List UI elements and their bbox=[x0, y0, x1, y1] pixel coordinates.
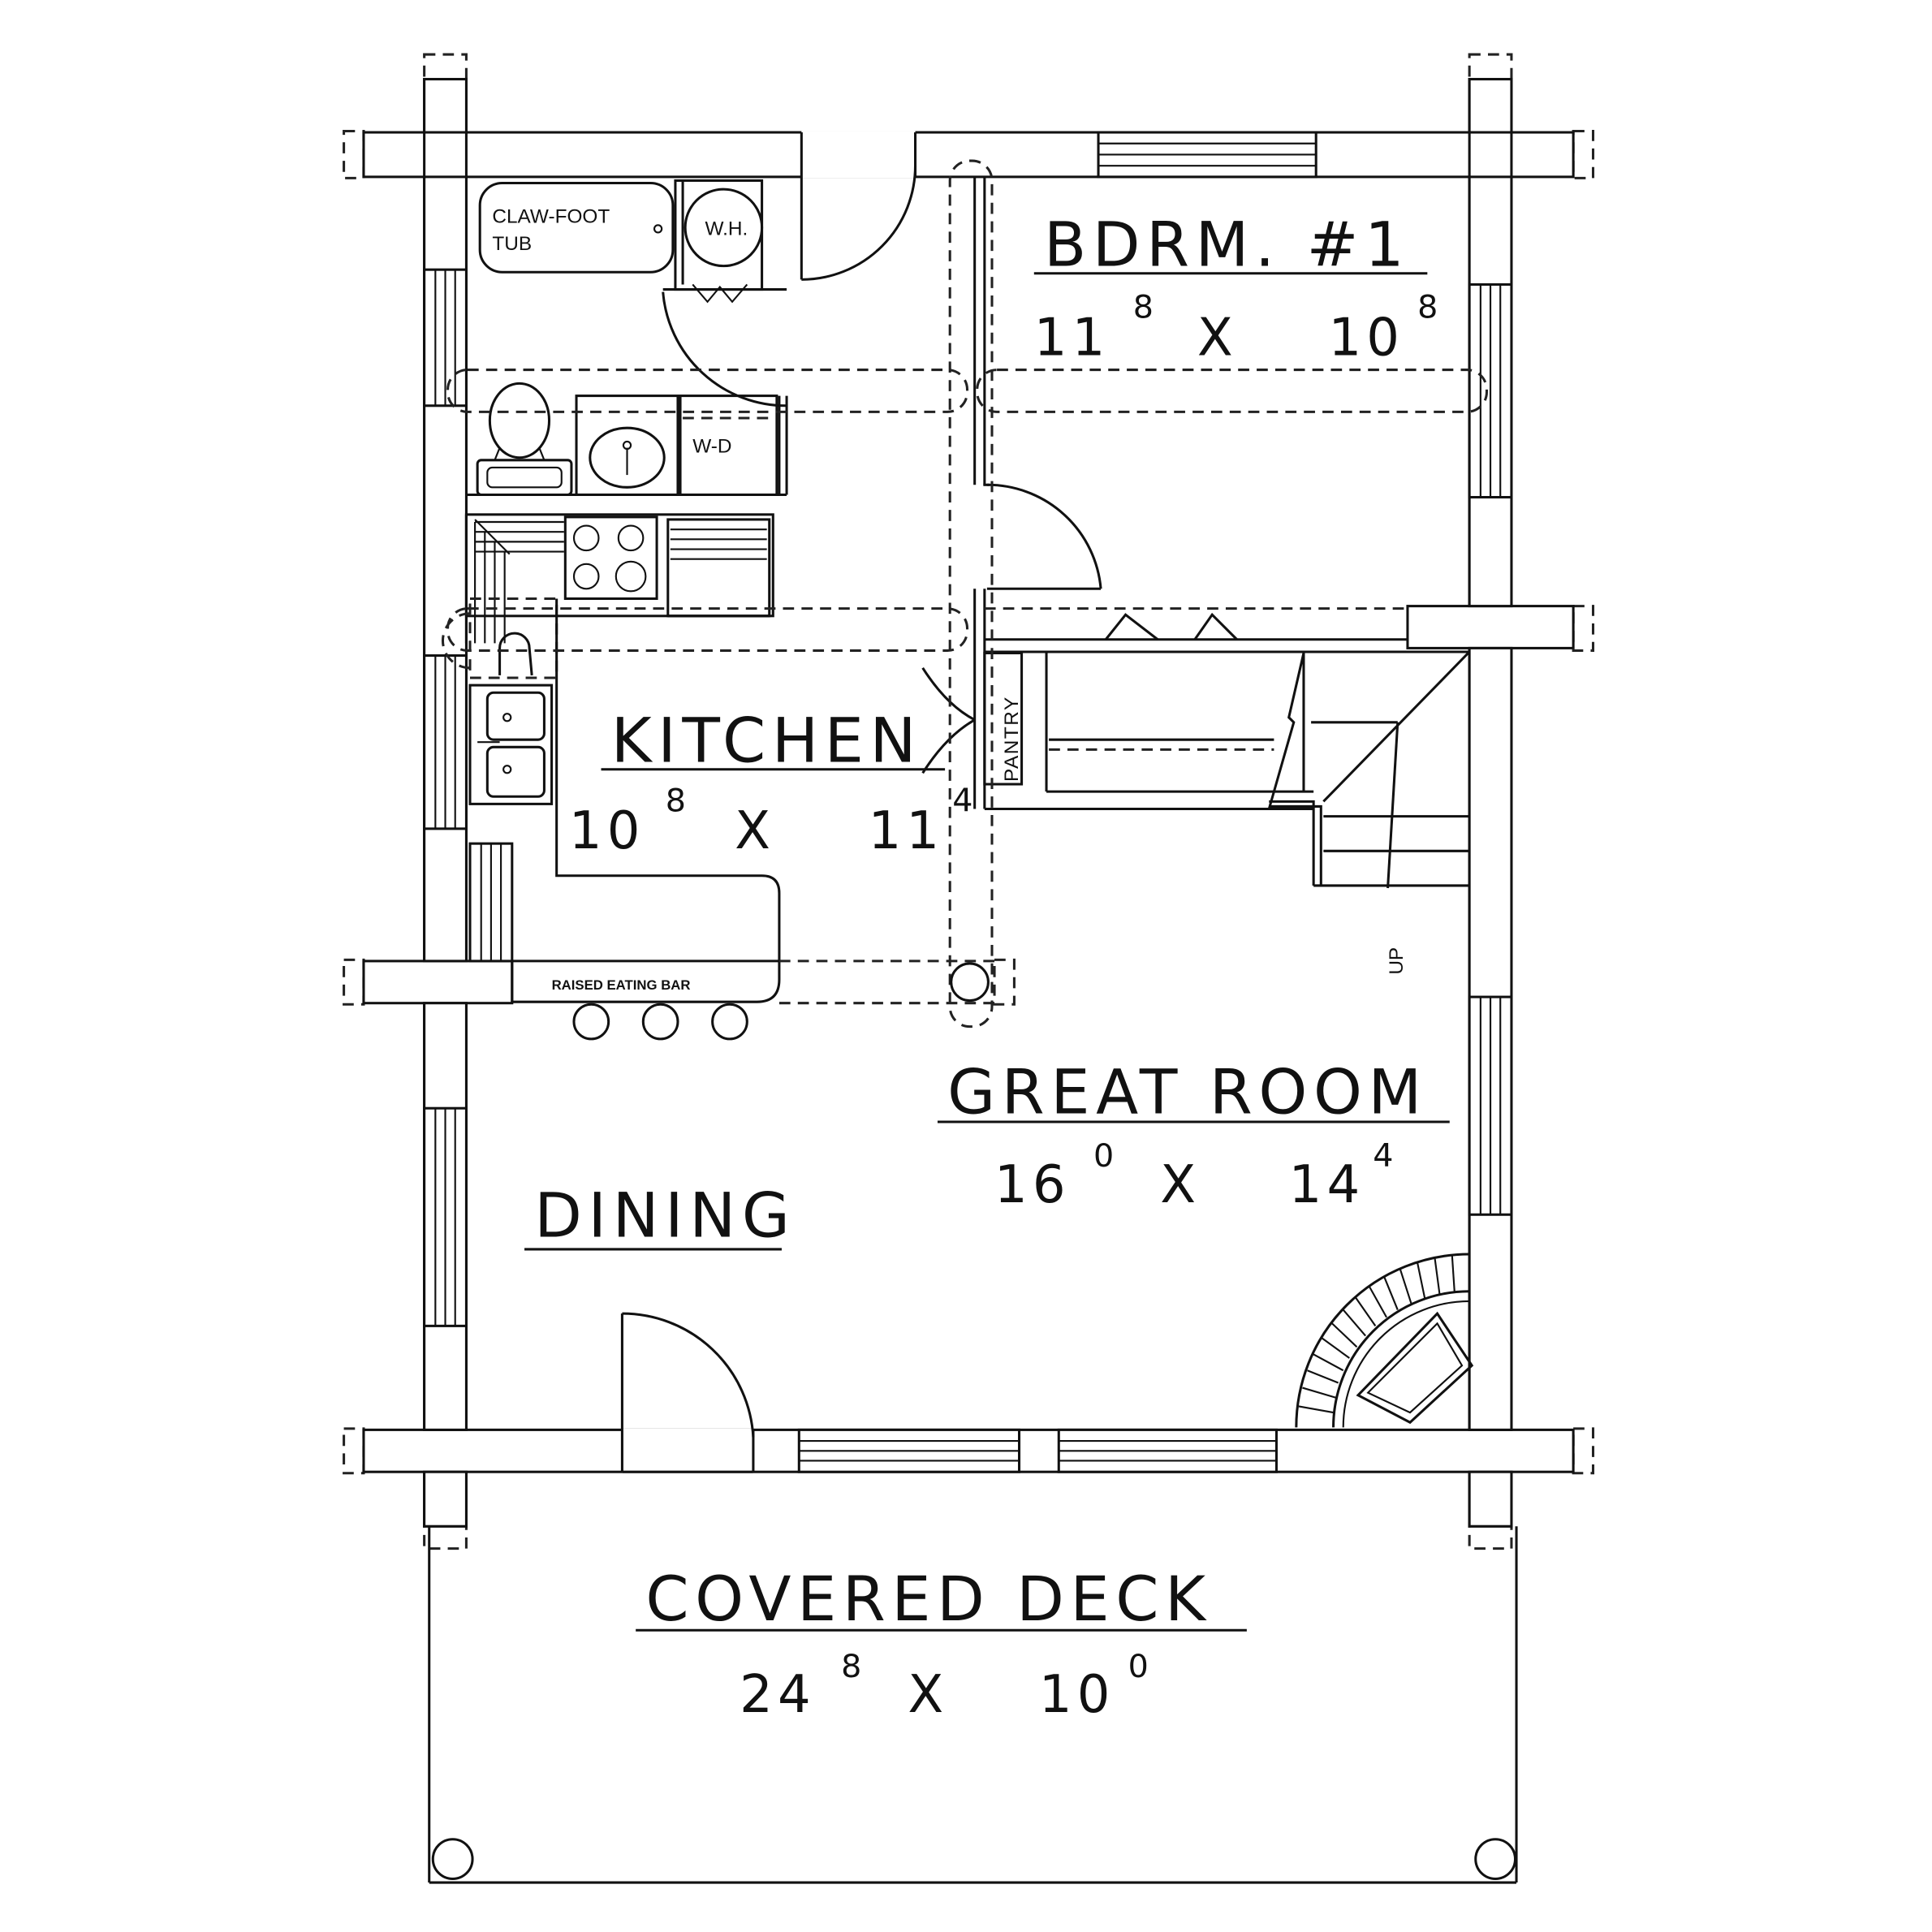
svg-text:GREAT ROOM: GREAT ROOM bbox=[947, 1055, 1428, 1128]
room-label-covered-deck: COVERED DECK 24 8 X 10 0 bbox=[636, 1563, 1247, 1725]
post-icon bbox=[950, 962, 990, 1003]
bathroom-fixtures bbox=[476, 179, 778, 496]
room-label-bedroom: BDRM. #1 11 8 X 10 8 bbox=[1033, 209, 1438, 368]
room-label-dining: DINING bbox=[524, 1179, 796, 1252]
window-right-bedroom bbox=[1468, 282, 1513, 499]
bar-stool-icon bbox=[711, 1003, 748, 1041]
door-top-entry bbox=[800, 131, 917, 281]
kitchen-fixtures bbox=[441, 513, 781, 1041]
svg-text:8: 8 bbox=[1133, 289, 1154, 326]
window-bottom-1 bbox=[797, 1428, 1021, 1473]
svg-text:10: 10 bbox=[569, 801, 645, 861]
covered-deck-outline bbox=[428, 1526, 1518, 1884]
doors bbox=[620, 131, 1102, 1473]
svg-text:4: 4 bbox=[1373, 1137, 1393, 1175]
water-heater-icon bbox=[684, 188, 764, 268]
svg-text:X: X bbox=[908, 1665, 948, 1725]
windows bbox=[423, 131, 1513, 1473]
window-right-great-room bbox=[1468, 995, 1513, 1216]
svg-text:0: 0 bbox=[1093, 1137, 1114, 1175]
svg-text:X: X bbox=[1197, 308, 1238, 368]
refrigerator-icon bbox=[666, 518, 771, 618]
svg-text:8: 8 bbox=[1417, 289, 1438, 326]
tub-label-2: TUB bbox=[492, 233, 532, 255]
overhead-beams bbox=[446, 159, 1488, 1029]
svg-text:10: 10 bbox=[1039, 1665, 1115, 1725]
svg-text:4: 4 bbox=[952, 783, 972, 820]
svg-text:8: 8 bbox=[841, 1648, 861, 1685]
window-left-dining bbox=[423, 1106, 468, 1327]
svg-text:11: 11 bbox=[1034, 308, 1110, 368]
wood-stove-icon bbox=[1295, 1253, 1474, 1428]
window-left-kitchen bbox=[423, 654, 468, 830]
svg-text:COVERED DECK: COVERED DECK bbox=[645, 1563, 1211, 1635]
door-bedroom bbox=[983, 483, 1102, 590]
deck-post-icon bbox=[431, 1838, 474, 1881]
sink-icon bbox=[575, 395, 679, 496]
kitchen-sink-icon bbox=[468, 684, 554, 805]
svg-text:8: 8 bbox=[666, 783, 686, 820]
door-pantry bbox=[921, 666, 976, 774]
toilet-icon bbox=[476, 382, 573, 496]
svg-text:16: 16 bbox=[994, 1155, 1071, 1215]
svg-text:DINING: DINING bbox=[534, 1179, 796, 1252]
svg-text:14: 14 bbox=[1289, 1155, 1365, 1215]
stairs-up-label: UP bbox=[1386, 947, 1408, 975]
deck-post-icon bbox=[1474, 1838, 1517, 1881]
room-label-great-room: GREAT ROOM 16 0 X 14 4 bbox=[937, 1055, 1450, 1215]
room-name: BDRM. #1 bbox=[1044, 209, 1410, 281]
svg-text:24: 24 bbox=[740, 1665, 816, 1725]
window-left-bath bbox=[423, 268, 468, 408]
svg-text:KITCHEN: KITCHEN bbox=[611, 705, 922, 777]
pantry-label: PANTRY bbox=[1001, 696, 1023, 782]
window-top-bedroom bbox=[1097, 131, 1317, 179]
eating-bar-label: RAISED EATING BAR bbox=[552, 977, 691, 993]
window-left-kitchen-low bbox=[468, 842, 514, 963]
water-heater-label: W.H. bbox=[705, 218, 748, 240]
svg-text:X: X bbox=[1160, 1155, 1201, 1215]
bar-stool-icon bbox=[572, 1003, 610, 1041]
door-bathroom bbox=[662, 288, 787, 408]
svg-text:11: 11 bbox=[869, 801, 945, 861]
svg-text:0: 0 bbox=[1128, 1648, 1149, 1685]
tub-label: CLAW-FOOT bbox=[492, 205, 610, 227]
washer-dryer-icon bbox=[679, 395, 778, 496]
washer-dryer-label: W-D bbox=[692, 436, 731, 458]
door-front bbox=[620, 1312, 755, 1473]
range-icon bbox=[563, 515, 658, 600]
svg-text:X: X bbox=[735, 801, 775, 861]
window-bottom-2 bbox=[1057, 1428, 1278, 1473]
bar-stool-icon bbox=[641, 1003, 679, 1041]
svg-text:10: 10 bbox=[1328, 308, 1404, 368]
claw-foot-tub-icon bbox=[478, 181, 675, 274]
room-label-kitchen: KITCHEN 10 8 X 11 4 bbox=[569, 705, 973, 862]
